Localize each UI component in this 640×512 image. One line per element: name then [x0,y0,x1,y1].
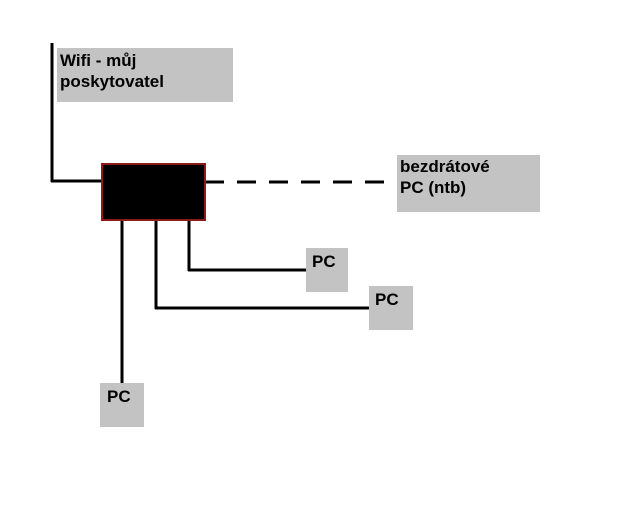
wireless-pc-label-line-1: bezdrátové [400,157,490,176]
pc-node-3: PC [100,383,144,427]
pc-node-1: PC [306,248,348,292]
wireless-pc-label-line-2: PC (ntb) [400,178,467,197]
wireless-pc-label: bezdrátové PC (ntb) [397,155,540,212]
pc-node-2: PC [369,286,413,330]
pc-node-1-label: PC [312,252,336,271]
pc-node-3-label: PC [107,387,131,406]
provider-label-line-2: poskytovatel [60,72,164,91]
provider-label: Wifi - můj poskytovatel [57,48,233,102]
provider-label-line-1: Wifi - můj [60,51,137,70]
router-device [101,163,206,221]
pc-node-2-label: PC [375,290,399,309]
